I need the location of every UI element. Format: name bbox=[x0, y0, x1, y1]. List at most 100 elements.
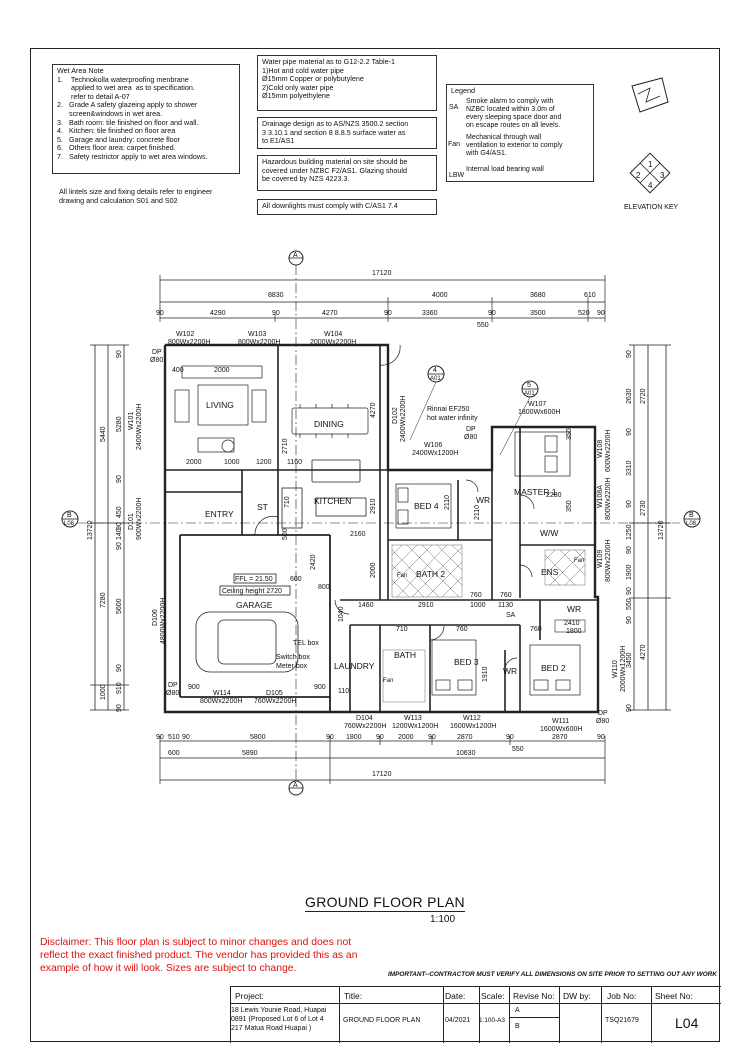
dim-top-c: 3680 bbox=[530, 292, 546, 299]
w101-label: W101 bbox=[128, 411, 135, 430]
dim-b2-2: 90 bbox=[182, 734, 190, 741]
w114-size: 800Wx2200H bbox=[200, 698, 243, 705]
detail-4-number: 4 bbox=[433, 367, 437, 374]
date-value: 04/2021 bbox=[445, 1017, 471, 1024]
dim-bot-a: 5890 bbox=[242, 750, 258, 757]
dim-inner: 2410 bbox=[564, 620, 580, 627]
dim-b2-0: 90 bbox=[156, 734, 164, 741]
note-line: Ø15mm polyethylene bbox=[262, 91, 330, 101]
note-line: covered under NZBC F2/AS1. Glazing shoul… bbox=[262, 165, 408, 175]
disclaimer: Disclaimer: This floor plan is subject t… bbox=[40, 936, 380, 975]
title-value: GROUND FLOOR PLAN bbox=[343, 1017, 421, 1024]
lintels-note: All lintels size and fixing details refe… bbox=[55, 186, 242, 212]
d102-label: D102 bbox=[392, 407, 399, 424]
dim-b2-4: 90 bbox=[326, 734, 334, 741]
project-line-3: 217 Matua Road Huapai ) bbox=[231, 1025, 312, 1032]
dim-top-total: 17120 bbox=[372, 270, 392, 277]
elevation-key-2: 2 bbox=[636, 171, 641, 180]
dim-r2-3: 3310 bbox=[626, 460, 633, 476]
legend-sa-label: SA bbox=[449, 104, 459, 111]
dim-left-a: 5440 bbox=[100, 426, 107, 442]
disclaimer-line: example of how it will look. Sizes are s… bbox=[40, 963, 297, 974]
room-label-garage: GARAGE bbox=[236, 600, 273, 610]
drawing-title: GROUND FLOOR PLAN bbox=[305, 894, 465, 912]
dim-top-b: 4000 bbox=[432, 292, 448, 299]
dim-b2-1: 510 bbox=[168, 734, 180, 741]
dp-label-4: DP bbox=[598, 710, 608, 717]
dim-bot-b: 10630 bbox=[456, 750, 476, 757]
dim-r2-1: 2630 bbox=[626, 388, 633, 404]
room-label-bed3: BED 3 bbox=[454, 657, 479, 667]
dim-inner: 2910 bbox=[418, 602, 434, 609]
dim-right-a: 2720 bbox=[640, 388, 647, 404]
dim-inner: 2110 bbox=[444, 494, 451, 510]
section-b-right: B bbox=[689, 512, 694, 519]
dim-inner: 1460 bbox=[358, 602, 374, 609]
d104-label: D104 bbox=[356, 715, 373, 722]
note-line: 3 3.10.1 and section 8 8.8.5 surface wat… bbox=[262, 127, 406, 137]
dim-left-total: 13720 bbox=[87, 520, 94, 540]
sheet-header: Sheet No: bbox=[655, 991, 693, 1001]
dim-inner: 2000 bbox=[214, 367, 230, 374]
dim-b2-11: 2870 bbox=[552, 734, 568, 741]
dim-t3-7: 3500 bbox=[530, 310, 546, 317]
elevation-key-4: 4 bbox=[648, 181, 653, 190]
dim-left-c: 1000 bbox=[100, 684, 107, 700]
dp-size-3: Ø80 bbox=[166, 690, 180, 697]
title-block: Project: 18 Lewis Younie Road, Huapai 08… bbox=[230, 986, 721, 1043]
drawn-by-header: DW by: bbox=[563, 991, 591, 1001]
drawing-scale: 1:100 bbox=[430, 914, 456, 925]
dim-r2-11: 3450 bbox=[626, 652, 633, 668]
elevation-key-icon bbox=[629, 152, 671, 194]
room-label-wr2: WR bbox=[567, 604, 582, 614]
w109-size: 800Wx2200H bbox=[605, 539, 612, 582]
dim-inner: 2420 bbox=[310, 554, 317, 570]
legend-sa-text-4: on escape routes on all levels. bbox=[466, 122, 561, 129]
dp-label-3: DP bbox=[168, 682, 178, 689]
legend-lbw-text: Internal load bearing wall bbox=[466, 166, 544, 173]
dim-inner: 4270 bbox=[370, 402, 377, 418]
dim-t3-8: 520 bbox=[578, 310, 590, 317]
dim-inner: 1910 bbox=[482, 666, 489, 682]
dim-right-total: 13720 bbox=[658, 520, 665, 540]
contractor-notice: IMPORTANT--CONTRACTOR MUST VERIFY ALL DI… bbox=[388, 971, 717, 978]
detail-5-ref: A01 bbox=[524, 391, 535, 397]
downlights-note: All downlights must comply with C/AS1 7.… bbox=[257, 199, 437, 215]
elevation-key-3: 3 bbox=[660, 171, 665, 180]
sheet-value: L04 bbox=[675, 1015, 699, 1031]
room-label-bed4: BED 4 bbox=[414, 501, 439, 511]
dim-t3-1: 4290 bbox=[210, 310, 226, 317]
w102-size: 800Wx2200H bbox=[168, 339, 211, 346]
d104-size: 760Wx2200H bbox=[344, 723, 387, 730]
dim-t3-5: 3360 bbox=[422, 310, 438, 317]
dim-inner: 1160 bbox=[287, 459, 303, 466]
dim-inner: 2280 bbox=[546, 492, 562, 499]
fan-label-bath: Fan bbox=[383, 678, 394, 684]
room-label-dining: DINING bbox=[314, 419, 344, 429]
dim-l2-9: 910 bbox=[116, 682, 123, 694]
dim-inner: 760 bbox=[500, 592, 512, 599]
room-label-wr3: WR bbox=[503, 666, 518, 676]
w111-label: W111 bbox=[552, 718, 570, 725]
dim-inner: 2110 bbox=[474, 504, 481, 520]
dim-right-c: 4270 bbox=[640, 644, 647, 660]
legend-fan-label: Fan bbox=[448, 141, 461, 148]
d101-size: 900Wx2200H bbox=[136, 497, 143, 540]
note-line: refer to detail A-07 bbox=[57, 91, 130, 101]
dim-t3-2: 90 bbox=[272, 310, 280, 317]
sa-label: SA bbox=[506, 612, 516, 619]
note-line: Drainage design as to AS/NZS 3500.2 sect… bbox=[262, 119, 409, 128]
w108a-size: 800Wx2200H bbox=[605, 477, 612, 520]
dim-bot-total: 17120 bbox=[372, 771, 392, 778]
dim-inner: 1000 bbox=[224, 459, 240, 466]
legend-box: Legend bbox=[446, 84, 594, 182]
room-label-bath: BATH bbox=[394, 650, 417, 660]
room-label-living: LIVING bbox=[206, 400, 234, 410]
note-line: Wet Area Note bbox=[57, 66, 104, 75]
dim-l2-0: 90 bbox=[116, 350, 123, 358]
revise-a: A bbox=[515, 1007, 520, 1014]
scale-header: Scale: bbox=[481, 991, 505, 1001]
dim-inner: 2160 bbox=[350, 531, 366, 538]
legend-fan-text-1: Mechanical through wall bbox=[466, 134, 542, 141]
